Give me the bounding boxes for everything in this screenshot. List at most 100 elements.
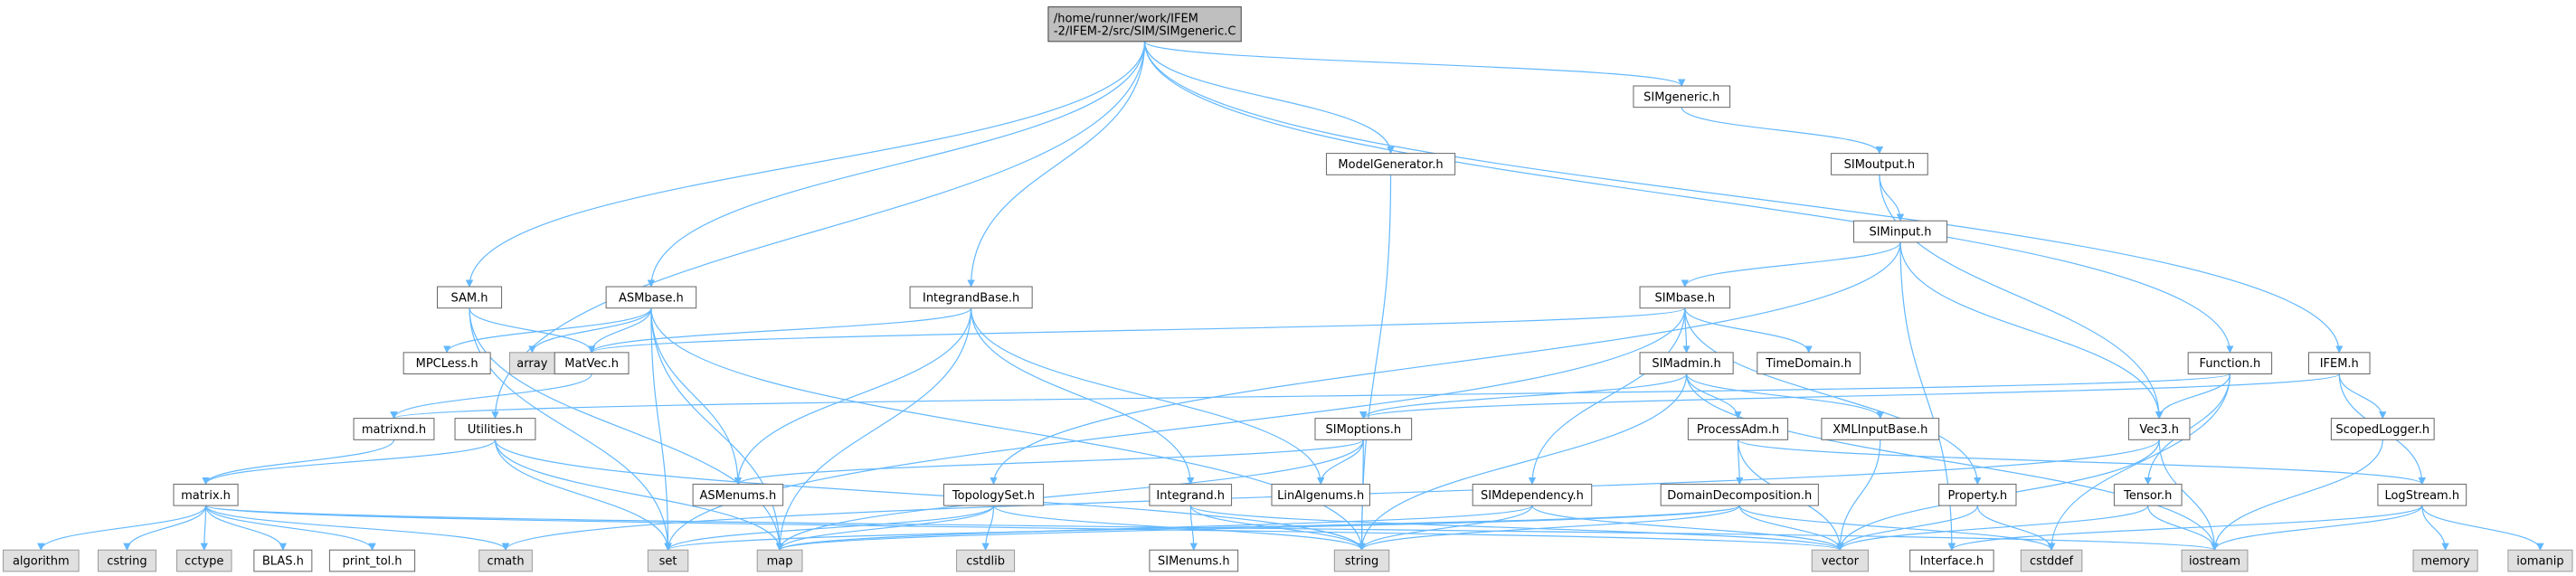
node-sam-h[interactable]: SAM.h bbox=[436, 286, 503, 309]
edge-root-to-integrandbase-h bbox=[967, 41, 1146, 288]
edge-function-h-to-cstddef bbox=[2047, 373, 2230, 552]
node-tensor-h[interactable]: Tensor.h bbox=[2113, 483, 2183, 506]
edge-simadmin-h-to-string bbox=[1358, 373, 1688, 552]
node-blas-h[interactable]: BLAS.h bbox=[253, 549, 313, 572]
node-print-tol-h[interactable]: print_tol.h bbox=[328, 549, 416, 572]
node-simadmin-h[interactable]: SIMadmin.h bbox=[1639, 352, 1734, 374]
edge-integrandbase-h-to-map bbox=[775, 307, 972, 552]
node-string: string bbox=[1333, 549, 1390, 572]
edge-asmbase-h-to-array bbox=[528, 307, 652, 354]
node-root[interactable]: /home/runner/work/IFEM-2/IFEM-2/src/SIM/… bbox=[1047, 6, 1242, 42]
node-box bbox=[1271, 483, 1370, 506]
node-label: BLAS.h bbox=[262, 555, 304, 569]
node-timedomain-h[interactable]: TimeDomain.h bbox=[1757, 352, 1861, 374]
edge-ifem-h-to-simoptions-h bbox=[1359, 373, 2340, 420]
node-interface-h[interactable]: Interface.h bbox=[1909, 549, 1994, 572]
edge-topologyset-h-to-set bbox=[664, 505, 995, 552]
node-linalgenums-h[interactable]: LinAlgenums.h bbox=[1271, 483, 1370, 506]
node-label: cstdlib bbox=[966, 555, 1005, 569]
node-xmlinputbase-h[interactable]: XMLInputBase.h bbox=[1821, 418, 1940, 440]
node-label: SIMoutput.h bbox=[1844, 158, 1916, 172]
node-domaindecomposition-h[interactable]: DomainDecomposition.h bbox=[1660, 483, 1819, 506]
node-function-h[interactable]: Function.h bbox=[2187, 352, 2273, 374]
node-label: Tensor.h bbox=[2123, 489, 2172, 503]
node-cstdlib: cstdlib bbox=[956, 549, 1016, 572]
edge-simbase-h-to-set bbox=[664, 307, 1686, 552]
node-matrixnd-h[interactable]: matrixnd.h bbox=[353, 418, 435, 440]
node-box bbox=[1831, 153, 1928, 175]
edge-logstream-h-to-iostream bbox=[2211, 505, 2423, 552]
node-processadm-h[interactable]: ProcessAdm.h bbox=[1687, 418, 1789, 440]
edge-tensor-h-to-vector bbox=[1836, 505, 2149, 552]
node-box bbox=[909, 286, 1033, 309]
edge-simoptions-h-to-asmenums-h bbox=[734, 439, 1364, 486]
node-label: iostream bbox=[2189, 555, 2240, 569]
node-label: cctype bbox=[185, 555, 223, 569]
node-box bbox=[2330, 418, 2435, 440]
edge-domaindecomposition-h-to-vector bbox=[1738, 505, 1844, 552]
node-box bbox=[756, 549, 803, 572]
node-modelgenerator-h[interactable]: ModelGenerator.h bbox=[1325, 153, 1456, 175]
edge-simoutput-h-to-vec3-h bbox=[1879, 175, 2164, 420]
node-label: ModelGenerator.h bbox=[1338, 158, 1443, 172]
edge-matrix-h-to-vector bbox=[204, 505, 1843, 552]
node-simenums-h[interactable]: SIMenums.h bbox=[1149, 549, 1239, 572]
node-simgeneric-h[interactable]: SIMgeneric.h bbox=[1633, 85, 1731, 109]
node-label: SIMinput.h bbox=[1869, 226, 1931, 240]
node-asmenums-h[interactable]: ASMenums.h bbox=[692, 483, 784, 506]
edge-vec3-h-to-iostream bbox=[2158, 439, 2219, 552]
node-siminput-h[interactable]: SIMinput.h bbox=[1852, 220, 1948, 243]
edge-integrand-h-to-vector bbox=[1189, 505, 1844, 552]
node-box bbox=[1687, 418, 1789, 440]
node-box bbox=[1811, 549, 1869, 572]
node-integrandbase-h[interactable]: IntegrandBase.h bbox=[909, 286, 1033, 309]
edge-matrix-h-to-cctype bbox=[200, 505, 208, 552]
node-simbase-h[interactable]: SIMbase.h bbox=[1639, 286, 1731, 309]
node-scopedlogger-h[interactable]: ScopedLogger.h bbox=[2330, 418, 2435, 440]
node-matrix-h[interactable]: matrix.h bbox=[173, 483, 239, 506]
node-label: Property.h bbox=[1948, 489, 2008, 503]
edge-matrix-h-to-cstring bbox=[123, 505, 207, 552]
edge-simdependency-h-to-map bbox=[776, 505, 1533, 552]
node-box bbox=[2181, 549, 2249, 572]
edge-asmbase-h-to-asmenums-h bbox=[650, 307, 743, 486]
node-box bbox=[176, 549, 232, 572]
node-label: SIMbase.h bbox=[1654, 291, 1715, 305]
node-label: ASMbase.h bbox=[619, 291, 684, 305]
node-label: LogStream.h bbox=[2384, 489, 2459, 503]
node-ifem-h[interactable]: IFEM.h bbox=[2307, 352, 2371, 374]
node-simoptions-h[interactable]: SIMoptions.h bbox=[1314, 418, 1413, 440]
node-box bbox=[2507, 549, 2573, 572]
node-logstream-h[interactable]: LogStream.h bbox=[2377, 483, 2467, 506]
edge-logstream-h-to-interface-h bbox=[1947, 505, 2423, 552]
node-label: TimeDomain.h bbox=[1765, 357, 1852, 371]
node-utilities-h[interactable]: Utilities.h bbox=[454, 418, 536, 440]
node-label: SIMdependency.h bbox=[1481, 489, 1584, 503]
node-vec3-h[interactable]: Vec3.h bbox=[2127, 418, 2191, 440]
node-mpcless-h[interactable]: MPCLess.h bbox=[402, 352, 491, 374]
node-integrand-h[interactable]: Integrand.h bbox=[1149, 483, 1233, 506]
node-box bbox=[1852, 220, 1948, 243]
node-box bbox=[1472, 483, 1593, 506]
edge-logstream-h-to-iomanip bbox=[2421, 505, 2544, 552]
edge-domaindecomposition-h-to-string bbox=[1358, 505, 1740, 552]
node-box bbox=[454, 418, 536, 440]
node-cstring: cstring bbox=[97, 549, 156, 572]
node-label: matrixnd.h bbox=[362, 423, 426, 437]
node-box bbox=[692, 483, 784, 506]
edge-root-to-function-h bbox=[1143, 41, 2234, 354]
node-matvec-h[interactable]: MatVec.h bbox=[554, 352, 630, 374]
node-label: cstddef bbox=[2030, 555, 2074, 569]
node-property-h[interactable]: Property.h bbox=[1938, 483, 2017, 506]
node-label: -2/IFEM-2/src/SIM/SIMgeneric.C bbox=[1054, 24, 1236, 38]
node-label: SIMenums.h bbox=[1158, 555, 1230, 569]
node-simoutput-h[interactable]: SIMoutput.h bbox=[1831, 153, 1928, 175]
node-topologyset-h[interactable]: TopologySet.h bbox=[942, 483, 1045, 506]
node-simdependency-h[interactable]: SIMdependency.h bbox=[1472, 483, 1593, 506]
node-label: vector bbox=[1822, 555, 1860, 569]
edge-property-h-to-vector bbox=[1836, 505, 1978, 552]
node-asmbase-h[interactable]: ASMbase.h bbox=[605, 286, 697, 309]
node-box bbox=[2113, 483, 2183, 506]
edge-topologyset-h-to-string bbox=[992, 505, 1366, 552]
node-box bbox=[2127, 418, 2191, 440]
